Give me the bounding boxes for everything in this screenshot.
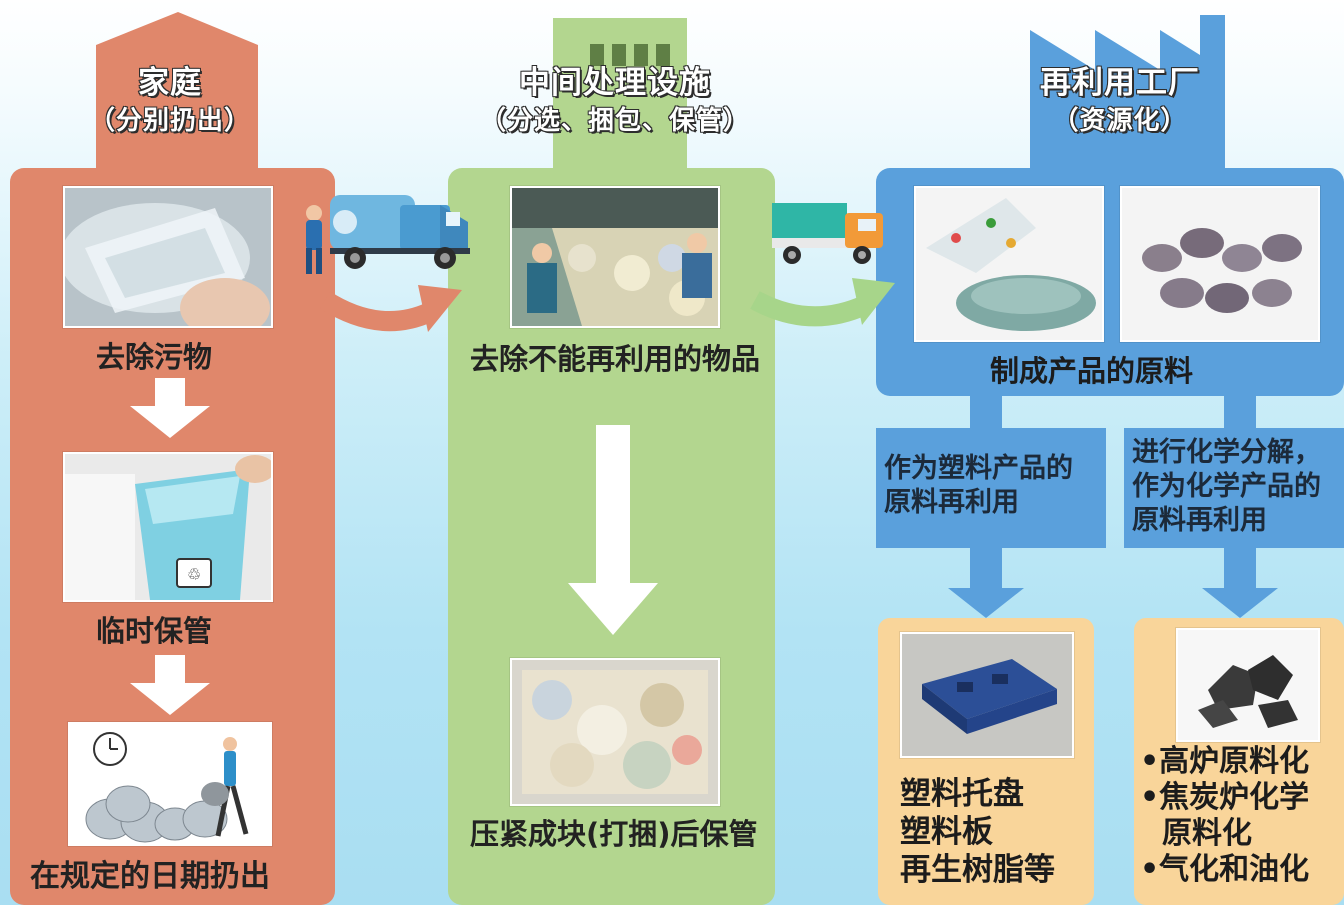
right-product-4: •气化和油化: [1140, 852, 1310, 887]
photo-washing-container: [63, 186, 273, 328]
facility-title: 中间处理设施: [518, 64, 711, 102]
household-title: 家庭: [137, 64, 202, 102]
factory-branch-left-text: 作为塑料产品的原料再利用: [884, 453, 1073, 518]
delivery-truck-icon: [772, 203, 883, 264]
garbage-truck-icon: [330, 195, 470, 269]
facility-silhouette: [553, 18, 687, 178]
household-subtitle: （分别扔出）: [88, 105, 251, 137]
factory-title: 再利用工厂: [1039, 64, 1200, 102]
factory-silhouette: [1030, 15, 1225, 175]
photo-sorting-line: [510, 186, 720, 328]
curved-arrow-orange: [319, 291, 435, 332]
right-product-2: •焦炭炉化学: [1140, 780, 1310, 815]
photo-disposal-day: [68, 722, 272, 846]
photo-pellets: [914, 186, 1104, 342]
factory-step: 制成产品的原料: [990, 354, 1194, 388]
household-header: 家庭 （分别扔出）: [40, 64, 300, 140]
facility-step-1: 去除不能再利用的物品: [470, 340, 770, 378]
curved-arrow-green: [750, 291, 870, 327]
facility-header: 中间处理设施 （分选、捆包、保管）: [450, 64, 780, 140]
factory-branch-right: 进行化学分解，作为化学产品的原料再利用: [1132, 436, 1344, 538]
right-product-1: •高炉原料化: [1140, 744, 1310, 779]
left-product-3: 再生树脂等: [900, 852, 1055, 888]
branch-connectors: [876, 392, 1344, 618]
household-step-2: 临时保管: [96, 614, 213, 648]
factory-subtitle: （资源化）: [1052, 105, 1188, 137]
down-arrow-facility: [568, 425, 658, 635]
left-product-list: 塑料托盘 塑料板 再生树脂等: [900, 775, 1055, 889]
facility-step-2-text: 压紧成块(打捆)后保管: [470, 817, 758, 851]
household-step-1: 去除污物: [96, 340, 213, 374]
right-product-list: •高炉原料化 •焦炭炉化学 原料化 •气化和油化: [1140, 744, 1309, 888]
right-product-3: 原料化: [1162, 816, 1252, 851]
photo-pellet-lumps: [1120, 186, 1320, 342]
facility-step-1-text: 去除不能再利用的物品: [470, 342, 761, 376]
household-step-3: 在规定的日期扔出: [30, 859, 270, 894]
trash-bag-icon: [85, 785, 228, 843]
photo-coke: [1176, 628, 1320, 742]
worker-icon: [306, 205, 322, 274]
down-arrows-household: [130, 378, 210, 715]
photo-compressed-bale: [510, 658, 720, 806]
person-walking-icon: [201, 737, 249, 837]
svg-text:♲: ♲: [187, 565, 201, 584]
facility-step-2: 压紧成块(打捆)后保管: [470, 815, 770, 853]
photo-temporary-storage: ♲: [63, 452, 273, 602]
photo-plastic-pallet: [900, 632, 1074, 758]
clock-icon: [93, 732, 127, 766]
left-product-1: 塑料托盘: [900, 776, 1024, 812]
factory-branch-right-text: 进行化学分解，作为化学产品的原料再利用: [1132, 437, 1321, 536]
factory-branch-left: 作为塑料产品的原料再利用: [884, 452, 1099, 520]
facility-subtitle: （分选、捆包、保管）: [479, 105, 750, 137]
factory-header: 再利用工厂 （资源化）: [990, 64, 1250, 140]
left-product-2: 塑料板: [900, 814, 993, 850]
